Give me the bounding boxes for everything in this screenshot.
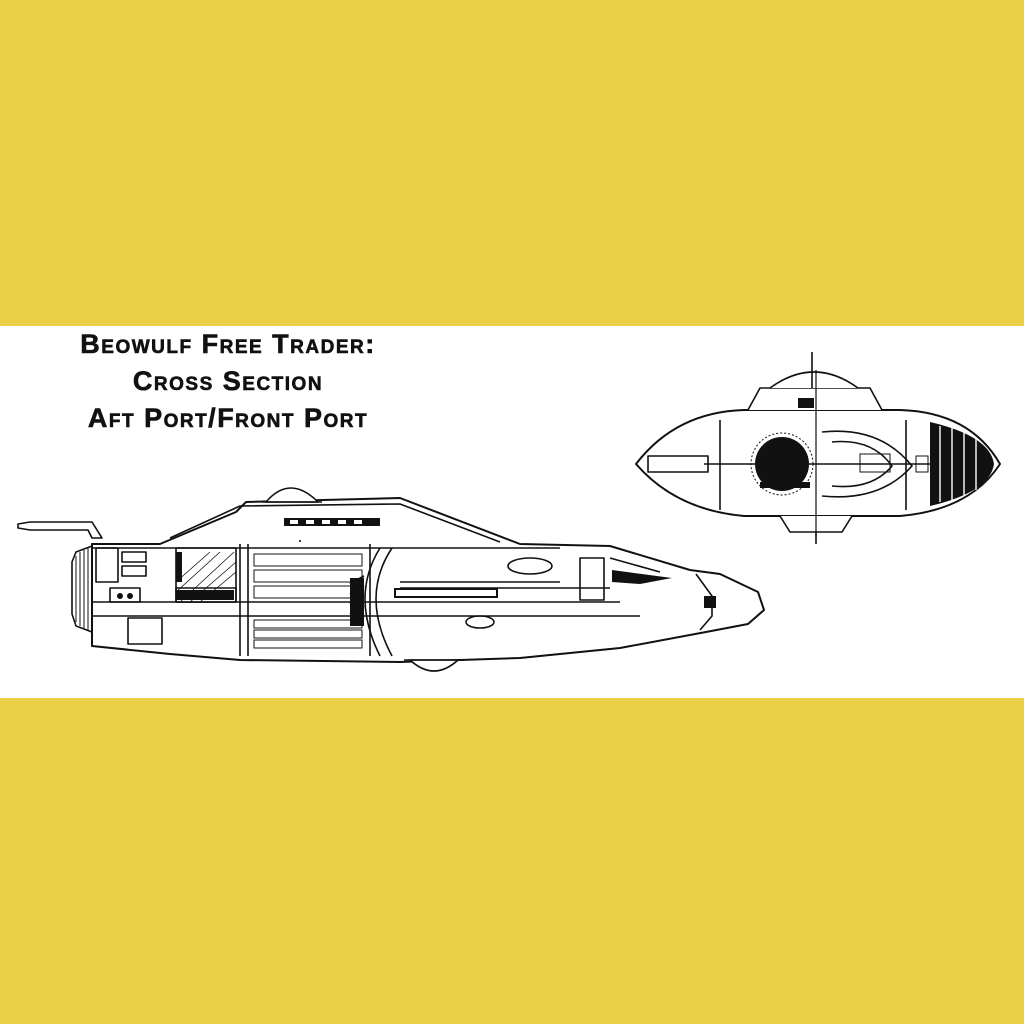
diagram-panel: Beowulf Free Trader: Cross Section Aft P… (0, 326, 1024, 698)
title-line-2: Cross Section (132, 366, 324, 397)
title-line-1: Beowulf Free Trader: (80, 329, 376, 360)
title-line-3: Aft Port/Front Port (87, 403, 369, 434)
ship-front-cross-section (635, 352, 1001, 544)
ship-side-cross-section (17, 487, 765, 672)
diagram-title: Beowulf Free Trader: Cross Section Aft P… (8, 326, 448, 437)
top-yellow-band (0, 0, 1024, 326)
bottom-yellow-band (0, 698, 1024, 1024)
